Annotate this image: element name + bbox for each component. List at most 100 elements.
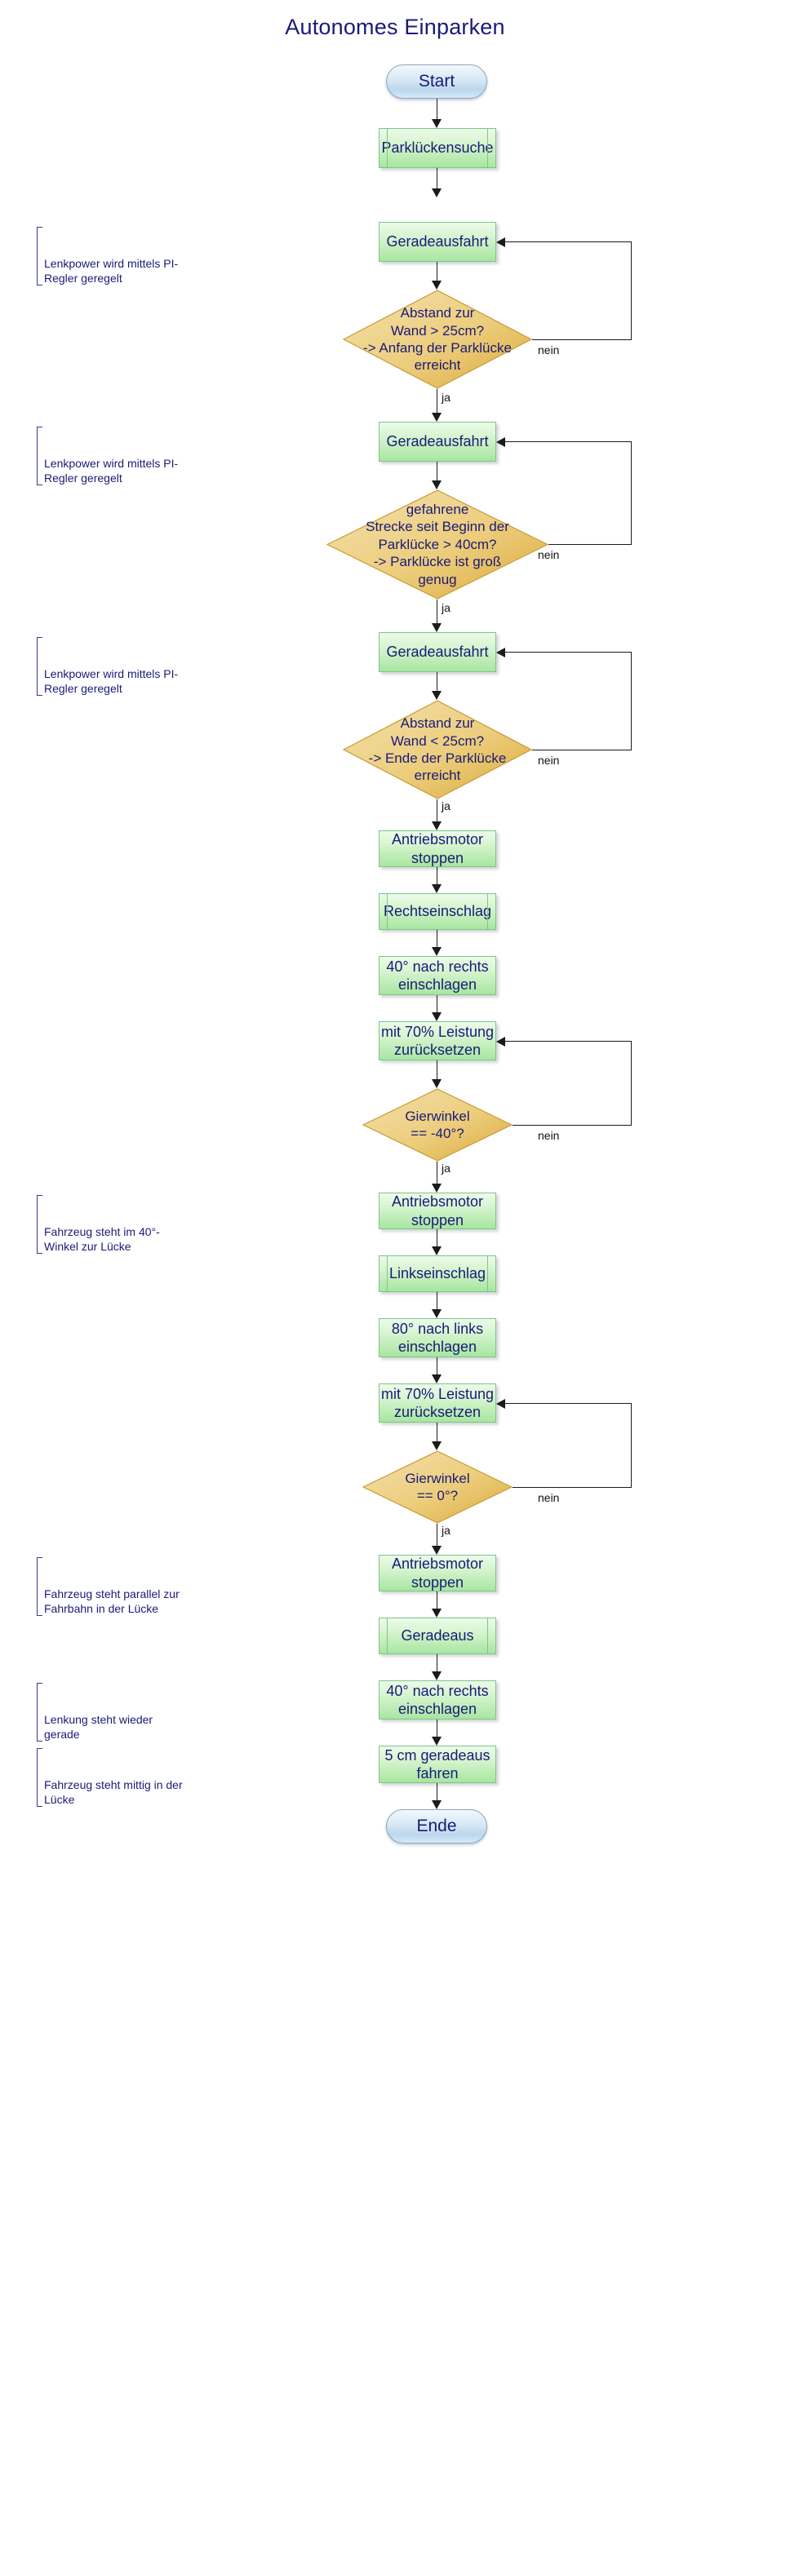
note-pi-regler-1: Lenkpower wird mittels PI- Regler gerege…: [37, 226, 220, 286]
arrowhead-down: [432, 119, 442, 128]
note-bracket: [37, 1557, 42, 1616]
note-bracket: [37, 227, 42, 285]
arrowhead-down: [432, 1374, 442, 1383]
node-geradeaus[interactable]: Geradeaus: [379, 1618, 496, 1654]
node-decision-strecke-gt-40[interactable]: gefahrene Strecke seit Beginn der Parklü…: [326, 489, 548, 600]
node-antriebsmotor-stoppen-3[interactable]: Antriebsmotor stoppen: [379, 1555, 496, 1591]
node-geradeausfahrt-3[interactable]: Geradeausfahrt: [379, 632, 496, 672]
arrowhead-down: [432, 691, 442, 700]
diamond-shape: [343, 290, 532, 389]
arrowhead-down: [432, 188, 442, 197]
loop-5-vertical: [631, 1403, 632, 1488]
loop-2-horizontal-in: [505, 441, 632, 442]
node-40-grad-rechts[interactable]: 40° nach rechts einschlagen: [379, 956, 496, 995]
arrowhead-down: [432, 1184, 442, 1193]
note-pi-regler-2: Lenkpower wird mittels PI- Regler gerege…: [37, 426, 220, 486]
arrowhead-down: [432, 947, 442, 956]
arrowhead-left: [496, 437, 505, 447]
page-title: Autonomes Einparken: [285, 15, 505, 39]
node-decision-abstand-gt-25[interactable]: Abstand zur Wand > 25cm? -> Anfang der P…: [343, 290, 532, 389]
note-fahrzeug-40-grad-winkel: Fahrzeug steht im 40°- Winkel zur Lücke: [37, 1194, 220, 1255]
node-parkluckensuche[interactable]: Parklückensuche: [379, 128, 496, 168]
arrowhead-down: [432, 1546, 442, 1555]
edge-label-nein-2: nein: [538, 548, 560, 561]
edge-label-ja-5: ja: [442, 1524, 450, 1537]
loop-2-horizontal-out: [548, 544, 632, 545]
arrowhead-down: [432, 281, 442, 290]
node-antriebsmotor-stoppen-2[interactable]: Antriebsmotor stoppen: [379, 1193, 496, 1229]
arrowhead-down: [432, 480, 442, 489]
note-text: Lenkpower wird mittels PI- Regler gerege…: [44, 456, 179, 485]
node-ende[interactable]: Ende: [386, 1809, 487, 1843]
note-fahrzeug-parallel: Fahrzeug steht parallel zur Fahrbahn in …: [37, 1556, 220, 1617]
loop-4-horizontal-out: [513, 1125, 632, 1126]
loop-4-vertical: [631, 1041, 632, 1126]
note-text: Lenkpower wird mittels PI- Regler gerege…: [44, 256, 179, 285]
edge-label-ja-3: ja: [442, 799, 450, 812]
loop-5-horizontal-out: [513, 1487, 632, 1488]
note-bracket: [37, 1683, 42, 1742]
edge-label-nein-3: nein: [538, 754, 560, 767]
node-80-grad-links[interactable]: 80° nach links einschlagen: [379, 1318, 496, 1357]
arrowhead-left: [496, 237, 505, 247]
note-bracket: [37, 1748, 42, 1807]
arrowhead-down: [432, 1737, 442, 1746]
arrowhead-down: [432, 821, 442, 830]
edge-label-nein-4: nein: [538, 1129, 560, 1142]
arrowhead-down: [432, 1012, 442, 1021]
note-pi-regler-3: Lenkpower wird mittels PI- Regler gerege…: [37, 636, 220, 697]
note-text: Lenkung steht wieder gerade: [44, 1712, 153, 1742]
node-geradeausfahrt-1[interactable]: Geradeausfahrt: [379, 222, 496, 262]
node-decision-gierwinkel-0[interactable]: Gierwinkel == 0°?: [362, 1450, 513, 1524]
loop-3-horizontal-in: [505, 652, 632, 653]
arrowhead-down: [432, 413, 442, 422]
node-antriebsmotor-stoppen-1[interactable]: Antriebsmotor stoppen: [379, 830, 496, 867]
node-40-grad-rechts-2[interactable]: 40° nach rechts einschlagen: [379, 1680, 496, 1720]
note-bracket: [37, 1195, 42, 1254]
node-linkseinschlag[interactable]: Linkseinschlag: [379, 1255, 496, 1292]
arrowhead-left: [496, 1399, 505, 1409]
loop-3-vertical: [631, 652, 632, 750]
arrowhead-down: [432, 1079, 442, 1088]
note-fahrzeug-mittig: Fahrzeug steht mittig in der Lücke: [37, 1747, 220, 1808]
diamond-shape: [362, 1088, 513, 1162]
arrowhead-down: [432, 884, 442, 893]
node-rechtseinschlag[interactable]: Rechtseinschlag: [379, 893, 496, 930]
loop-1-horizontal-out: [532, 339, 632, 340]
note-lenkung-gerade: Lenkung steht wieder gerade: [37, 1682, 220, 1742]
loop-4-horizontal-in: [505, 1041, 632, 1042]
loop-2-vertical: [631, 441, 632, 545]
node-start[interactable]: Start: [386, 64, 487, 99]
loop-5-horizontal-in: [505, 1403, 632, 1404]
arrowhead-down: [432, 1246, 442, 1255]
arrowhead-down: [432, 1671, 442, 1680]
diamond-shape: [343, 700, 532, 799]
diamond-shape: [326, 489, 548, 600]
arrowhead-left: [496, 648, 505, 657]
note-bracket: [37, 427, 42, 485]
edge-label-ja-1: ja: [442, 391, 450, 404]
arrowhead-down: [432, 1309, 442, 1318]
note-bracket: [37, 637, 42, 696]
node-geradeausfahrt-2[interactable]: Geradeausfahrt: [379, 422, 496, 462]
note-text: Fahrzeug steht mittig in der Lücke: [44, 1777, 183, 1807]
arrowhead-left: [496, 1037, 505, 1047]
loop-1-vertical: [631, 241, 632, 340]
node-decision-abstand-lt-25[interactable]: Abstand zur Wand < 25cm? -> Ende der Par…: [343, 700, 532, 799]
arrowhead-down: [432, 1441, 442, 1450]
edge-label-ja-4: ja: [442, 1162, 450, 1175]
loop-1-horizontal-in: [505, 241, 632, 242]
arrowhead-down: [432, 1800, 442, 1809]
note-text: Fahrzeug steht parallel zur Fahrbahn in …: [44, 1587, 180, 1616]
node-5cm-geradeaus-fahren[interactable]: 5 cm geradeaus fahren: [379, 1746, 496, 1783]
note-text: Fahrzeug steht im 40°- Winkel zur Lücke: [44, 1224, 160, 1254]
node-zuruecksetzen-1[interactable]: mit 70% Leistung zurücksetzen: [379, 1021, 496, 1060]
edge-label-nein-5: nein: [538, 1491, 560, 1504]
edge-label-nein-1: nein: [538, 343, 560, 356]
note-text: Lenkpower wird mittels PI- Regler gerege…: [44, 666, 179, 696]
arrowhead-down: [432, 1609, 442, 1618]
arrowhead-down: [432, 623, 442, 632]
node-decision-gierwinkel-minus-40[interactable]: Gierwinkel == -40°?: [362, 1088, 513, 1162]
node-zuruecksetzen-2[interactable]: mit 70% Leistung zurücksetzen: [379, 1383, 496, 1423]
